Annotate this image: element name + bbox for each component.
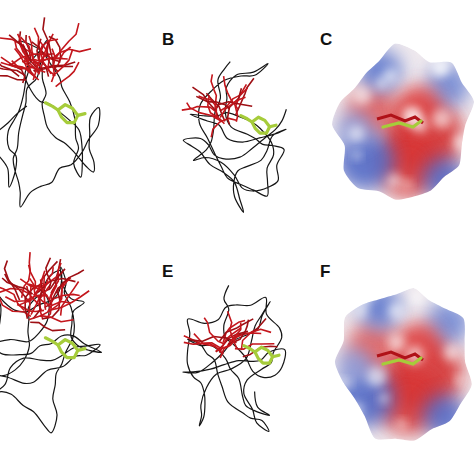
ligand-pose: [0, 76, 26, 80]
ligand-pose: [0, 286, 24, 311]
ligand-pose: [220, 334, 238, 358]
reference-ligand: [78, 114, 85, 116]
ligand-pose: [49, 277, 69, 311]
reference-ligand: [270, 125, 276, 127]
ligand-pose: [42, 269, 65, 293]
ligand-pose: [211, 118, 236, 137]
ligand-pose: [204, 318, 224, 344]
reference-ligand: [241, 116, 252, 122]
panel-label: E: [160, 262, 175, 281]
ligand-pose: [2, 278, 32, 294]
ligand-pose: [0, 65, 25, 75]
ligand-pose: [22, 265, 31, 298]
ligand-pose: [9, 35, 31, 61]
panel-label: B: [160, 30, 176, 49]
ligand-pose: [33, 45, 48, 80]
panel-label: C: [318, 30, 334, 49]
ligand-pose: [61, 281, 79, 315]
reference-ligand: [58, 340, 78, 358]
ligand-pose: [52, 49, 56, 82]
ligand-pose: [5, 261, 20, 301]
ligand-pose: [31, 58, 67, 62]
reference-ligand: [45, 103, 58, 110]
ligand-pose: [220, 88, 248, 111]
reference-ligand: [383, 358, 421, 364]
electrostatic-surface: [335, 286, 472, 441]
ligand-pose: [196, 96, 229, 109]
ligand-pose: [52, 291, 89, 310]
reference-ligand: [383, 121, 421, 127]
reference-ligand: [78, 349, 85, 351]
reference-ligand: [252, 117, 270, 133]
backbone-trace: [183, 285, 286, 431]
ligand-pose: [18, 34, 28, 64]
backbone-trace: [0, 41, 100, 208]
backbone-trace: [183, 62, 286, 213]
ligand-pose: [30, 278, 51, 305]
ligand-pose: [182, 106, 217, 112]
reference-ligand: [58, 105, 78, 123]
ligand-pose: [30, 322, 65, 330]
ligand-pose: [55, 23, 79, 59]
ligand-pose: [189, 336, 236, 342]
panel-label: F: [318, 262, 332, 281]
reference-ligand: [273, 355, 279, 357]
ligand-pose: [235, 344, 274, 349]
ligand-pose: [46, 258, 51, 290]
reference-ligand: [255, 347, 273, 363]
ligand-pose: [53, 49, 73, 75]
ligand-pose: [29, 316, 74, 322]
ligand-pose: [1, 63, 36, 69]
reference-ligand: [45, 338, 58, 345]
reference-ligand: [244, 346, 255, 352]
electrostatic-surface: [332, 43, 474, 200]
